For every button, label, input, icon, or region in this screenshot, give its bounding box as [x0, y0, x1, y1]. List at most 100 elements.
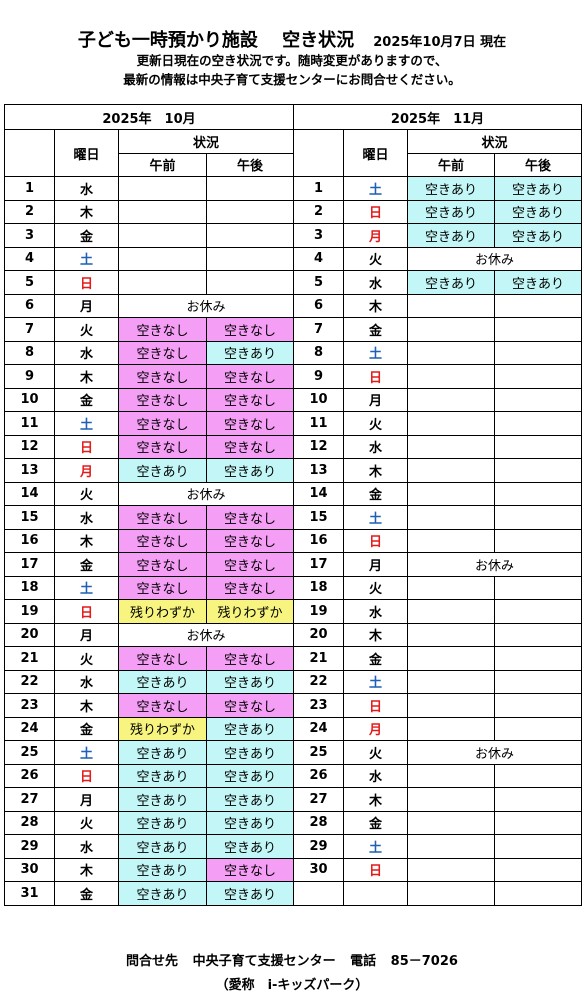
date-cell: 8: [4, 340, 55, 365]
availability-table: 2025年 10月 2025年 11月 曜日 状況 曜日 状況 午前 午後 午前…: [3, 104, 583, 906]
pm-status-cell: 空きあり: [205, 787, 295, 812]
am-status-cell: 空きなし: [118, 387, 207, 412]
date-cell: 16: [4, 528, 55, 553]
weekday-cell: 日: [343, 364, 409, 389]
date-cell: 27: [293, 787, 345, 812]
weekday-cell: 日: [54, 763, 119, 788]
weekday-cell: 日: [343, 199, 409, 224]
am-status-cell: 空きあり: [118, 458, 207, 483]
pm-status-cell: [494, 857, 583, 882]
weekday-cell: 月: [343, 716, 409, 741]
pm-status-cell: 空きあり: [494, 176, 583, 201]
weekday-cell: 水: [343, 434, 409, 459]
as-of-date: 2025年10月7日 現在: [373, 35, 507, 50]
weekday-cell: 火: [54, 810, 119, 835]
pm-status-cell: [494, 481, 583, 506]
weekday-cell: 土: [343, 669, 409, 694]
am-status-cell: [407, 857, 496, 882]
weekday-cell: 水: [54, 176, 119, 201]
weekday-cell: 金: [343, 317, 409, 342]
weekday-cell: 金: [54, 716, 119, 741]
weekday-cell: 火: [54, 317, 119, 342]
pm-status-cell: [494, 834, 583, 859]
date-cell: 31: [4, 881, 55, 906]
am-status-cell: 空きあり: [118, 787, 207, 812]
weekday-cell: 月: [54, 293, 119, 318]
weekday-cell: 火: [343, 246, 409, 271]
weekday-cell: 土: [343, 505, 409, 530]
date-cell: 15: [293, 505, 345, 530]
october-title: 2025年 10月: [3, 104, 295, 130]
page-title: 子ども一時預かり施設 空き状況: [77, 30, 355, 51]
pm-status-cell: 空きあり: [205, 763, 295, 788]
am-status-cell: 空きあり: [407, 270, 496, 295]
pm-status-cell: 空きあり: [205, 834, 295, 859]
pm-status-cell: 空きなし: [205, 693, 295, 718]
date-cell: 1: [4, 176, 55, 201]
date-cell: 21: [4, 646, 55, 671]
am-status-cell: [407, 458, 496, 483]
nov-empty-date: [293, 881, 345, 906]
nov-pm-header: 午後: [494, 152, 583, 177]
am-status-cell: 空きなし: [118, 340, 207, 365]
pm-status-cell: 空きあり: [494, 199, 583, 224]
am-status-cell: [407, 434, 496, 459]
pm-status-cell: [494, 317, 583, 342]
pm-status-cell: [494, 646, 583, 671]
am-status-cell: [407, 622, 496, 647]
pm-status-cell: 残りわずか: [205, 599, 295, 624]
date-cell: 7: [293, 317, 345, 342]
am-status-cell: [407, 411, 496, 436]
am-status-cell: [407, 834, 496, 859]
oct-weekday-header: 曜日: [54, 129, 119, 177]
weekday-cell: 土: [54, 575, 119, 600]
am-status-cell: 空きあり: [118, 881, 207, 906]
date-cell: 5: [293, 270, 345, 295]
pm-status-cell: 空きなし: [205, 552, 295, 577]
contact-label: 問合せ先: [126, 954, 179, 969]
weekday-cell: 火: [54, 481, 119, 506]
oct-date-header: [4, 129, 55, 177]
date-cell: 11: [4, 411, 55, 436]
date-cell: 25: [4, 740, 55, 765]
weekday-cell: 水: [54, 834, 119, 859]
weekday-cell: 水: [343, 763, 409, 788]
date-cell: 8: [293, 340, 345, 365]
date-cell: 12: [293, 434, 345, 459]
date-cell: 10: [293, 387, 345, 412]
nov-empty-pm: [494, 881, 583, 906]
weekday-cell: 金: [343, 481, 409, 506]
am-status-cell: 空きあり: [407, 176, 496, 201]
closed-cell: お休み: [117, 481, 295, 506]
am-status-cell: 空きなし: [118, 317, 207, 342]
nov-status-header: 状況: [407, 129, 583, 154]
date-cell: 13: [4, 458, 55, 483]
pm-status-cell: [494, 716, 583, 741]
date-cell: 23: [4, 693, 55, 718]
date-cell: 7: [4, 317, 55, 342]
am-status-cell: [118, 270, 207, 295]
nov-am-header: 午前: [407, 152, 496, 177]
pm-status-cell: [205, 199, 295, 224]
am-status-cell: 残りわずか: [118, 599, 207, 624]
weekday-cell: 金: [343, 646, 409, 671]
pm-status-cell: [494, 693, 583, 718]
pm-status-cell: [494, 599, 583, 624]
pm-status-cell: [494, 340, 583, 365]
oct-am-header: 午前: [118, 152, 207, 177]
am-status-cell: [407, 293, 496, 318]
pm-status-cell: [494, 787, 583, 812]
date-cell: 9: [293, 364, 345, 389]
am-status-cell: [407, 646, 496, 671]
closed-cell: お休み: [407, 740, 583, 765]
date-cell: 22: [293, 669, 345, 694]
pm-status-cell: 空きなし: [205, 387, 295, 412]
date-cell: 19: [4, 599, 55, 624]
